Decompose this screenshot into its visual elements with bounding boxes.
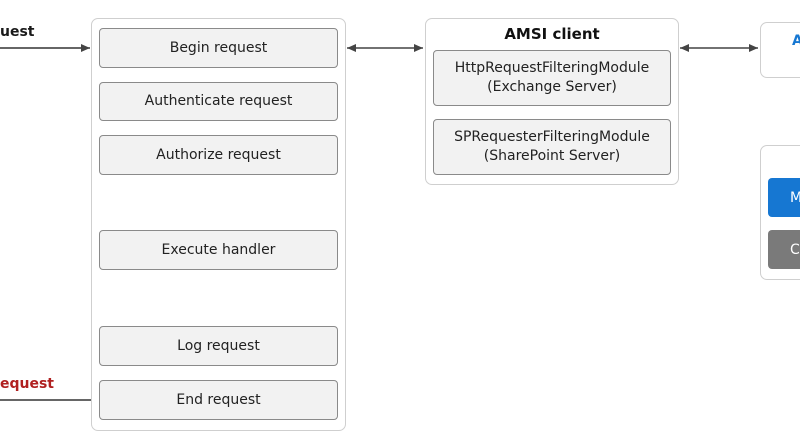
pipeline-panel — [91, 18, 346, 431]
module-name: SPRequesterFilteringModule — [454, 129, 650, 145]
step-execute-handler: Execute handler — [99, 230, 338, 270]
right-gray-button: C — [768, 230, 800, 269]
incoming-request-label: uest — [0, 24, 35, 40]
right-blue-button: M — [768, 178, 800, 217]
amsi-client-title: AMSI client — [504, 25, 600, 43]
right-top-label: A — [792, 33, 800, 49]
step-end-request: End request — [99, 380, 338, 420]
outgoing-request-label: equest — [0, 376, 55, 392]
amsi-module-sharepoint: SPRequesterFilteringModule (SharePoint S… — [433, 119, 671, 175]
step-log-request: Log request — [99, 326, 338, 366]
step-begin-request: Begin request — [99, 28, 338, 68]
module-name: HttpRequestFilteringModule — [454, 60, 650, 76]
module-server: (SharePoint Server) — [483, 148, 621, 164]
amsi-module-http: HttpRequestFilteringModule (Exchange Ser… — [433, 50, 671, 106]
module-server: (Exchange Server) — [487, 79, 617, 95]
step-authorize-request: Authorize request — [99, 135, 338, 175]
step-authenticate-request: Authenticate request — [99, 82, 338, 121]
right-top-panel — [760, 22, 800, 78]
